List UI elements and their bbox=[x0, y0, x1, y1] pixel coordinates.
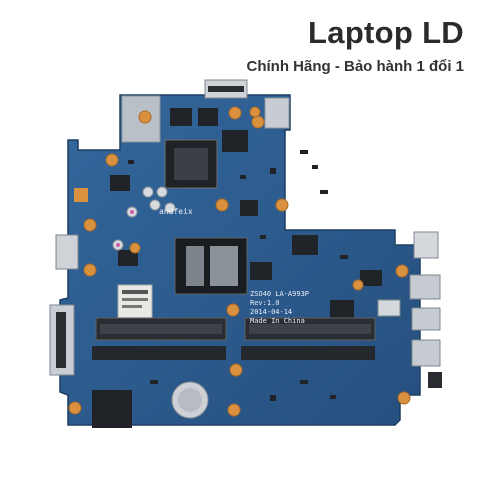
right-port bbox=[411, 339, 441, 367]
ic-chip bbox=[110, 175, 130, 191]
silver-bracket bbox=[264, 97, 290, 129]
bottom-connector bbox=[92, 390, 132, 428]
maker-silkscreen: andfeix bbox=[159, 207, 193, 216]
usb-port bbox=[377, 299, 401, 317]
right-port bbox=[413, 231, 439, 259]
standoff-square bbox=[74, 188, 88, 202]
ic-chip bbox=[250, 262, 272, 280]
left-port bbox=[55, 234, 79, 270]
ic-chip bbox=[330, 300, 354, 318]
brand-title: Laptop LD bbox=[308, 15, 464, 50]
brand-block: Laptop LD Chính Hãng - Bảo hành 1 đổi 1 bbox=[247, 14, 465, 75]
rev-silkscreen: Rev:1.0 bbox=[250, 299, 280, 307]
model-silkscreen: ZSO40 LA-A993P bbox=[250, 290, 309, 298]
capacitor-group bbox=[112, 186, 176, 251]
audio-jack bbox=[428, 372, 442, 388]
right-port bbox=[409, 274, 441, 300]
ic-chip bbox=[222, 130, 248, 152]
ic-chip bbox=[198, 108, 218, 126]
date-silkscreen: 2014-04-14 bbox=[250, 308, 292, 316]
ram-slot-bottom bbox=[241, 346, 375, 360]
origin-silkscreen: Made In China bbox=[250, 317, 305, 325]
ic-chip bbox=[292, 235, 318, 255]
right-port bbox=[411, 307, 441, 331]
ic-chip bbox=[240, 200, 258, 216]
ram-slot-bottom bbox=[92, 346, 226, 360]
ic-chip bbox=[118, 250, 138, 266]
ic-chip bbox=[170, 108, 192, 126]
standoff-group bbox=[68, 106, 411, 417]
ic-chip bbox=[360, 270, 382, 286]
brand-subtitle: Chính Hãng - Bảo hành 1 đổi 1 bbox=[246, 58, 465, 75]
